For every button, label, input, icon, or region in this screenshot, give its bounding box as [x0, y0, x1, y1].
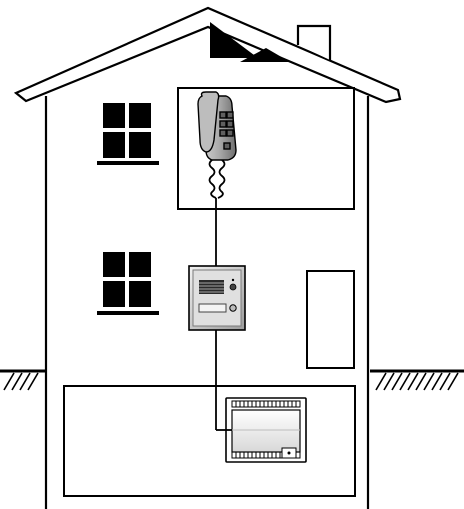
ground-hatch — [3, 372, 459, 391]
door-entry-panel-icon — [188, 265, 246, 331]
call-button — [229, 304, 237, 312]
window-upper — [97, 103, 159, 165]
camera-lens — [229, 283, 237, 291]
chimney — [296, 24, 332, 60]
connection-cable — [215, 198, 232, 431]
speaker-grille — [199, 280, 224, 294]
window-lower — [97, 252, 159, 315]
roof — [13, 6, 402, 104]
intercom-handset-icon — [197, 91, 237, 199]
attic-vents — [210, 22, 290, 62]
power-supply-unit-icon — [225, 397, 307, 463]
door — [306, 270, 355, 369]
name-plate — [198, 303, 227, 313]
house-outline — [44, 96, 370, 509]
upper-room — [177, 87, 355, 210]
basement-room — [63, 385, 356, 497]
